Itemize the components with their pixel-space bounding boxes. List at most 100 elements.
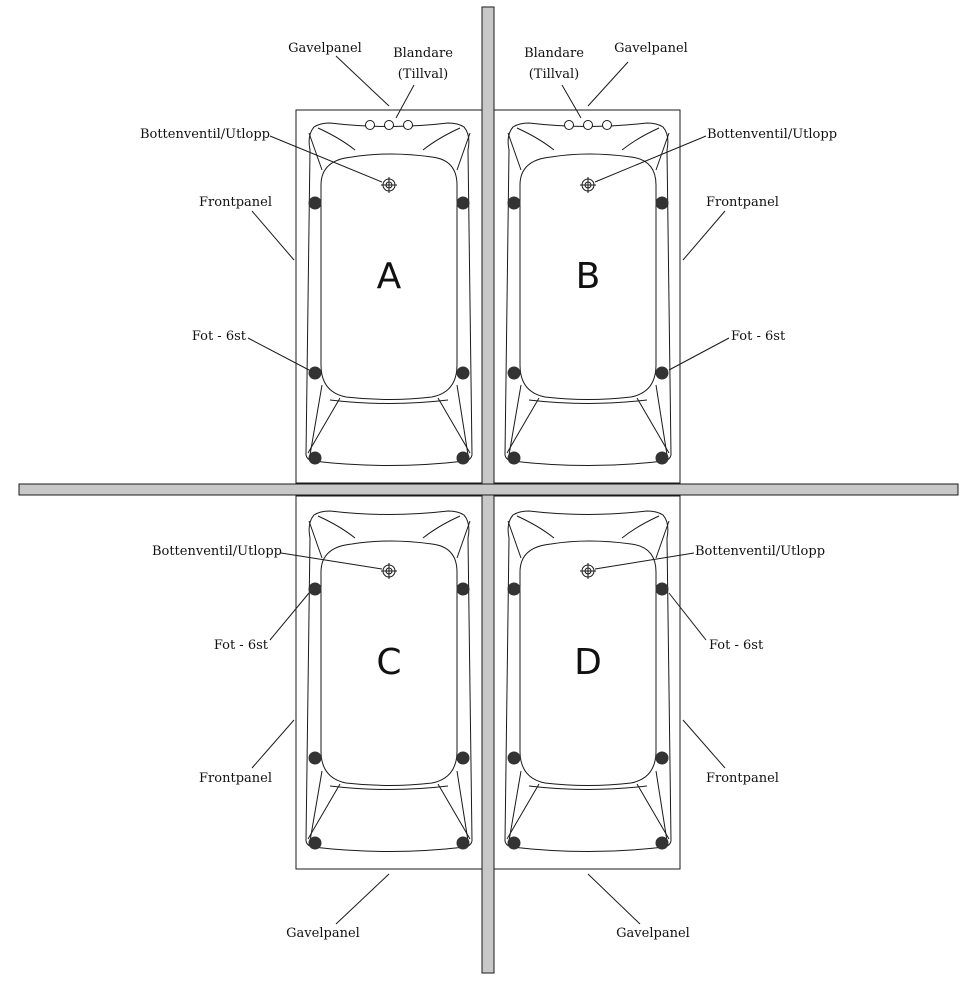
- tub-d: D Bottenventil/Utlopp Fot - 6st Frontpan…: [493, 495, 825, 941]
- tub-b-blandare-leader: [561, 84, 582, 119]
- tub-c-end-contour: [307, 783, 471, 840]
- tub-c-fot-label: Fot - 6st: [214, 638, 269, 653]
- tub-d-frame: [493, 495, 681, 870]
- tub-c-frontpanel-leader: [251, 719, 295, 769]
- tub-a-foot: [456, 196, 470, 210]
- tub-c-foot: [308, 582, 322, 596]
- tub-d-inner-rim: [507, 515, 670, 842]
- tub-b-letter: B: [576, 256, 601, 297]
- tub-d-fot-label: Fot - 6st: [709, 638, 764, 653]
- tub-a-foot: [308, 366, 322, 380]
- tub-d-gavelpanel-label: Gavelpanel: [616, 926, 690, 941]
- tub-b-tap-hole-1: [564, 120, 574, 130]
- tub-b-foot: [507, 196, 521, 210]
- tub-a-foot: [308, 451, 322, 465]
- tub-a-frontpanel-leader: [251, 210, 295, 261]
- tub-a-gavelpanel-leader: [335, 55, 390, 107]
- tub-a-gavelpanel-label: Gavelpanel: [288, 41, 362, 56]
- tub-b-tap-hole-3: [602, 120, 612, 130]
- tub-b-gavelpanel-leader: [587, 61, 629, 107]
- tub-c-foot: [456, 836, 470, 850]
- tub-a-fot-leader: [247, 337, 310, 371]
- tub-c-bottenventil-leader: [280, 552, 383, 570]
- tub-c-letter: C: [376, 642, 401, 683]
- tub-c-gavelpanel-leader: [335, 873, 390, 925]
- tub-c-foot: [456, 751, 470, 765]
- tub-c-inner-rim: [308, 515, 471, 842]
- tub-a-foot: [456, 366, 470, 380]
- tub-c-frame: [295, 495, 483, 870]
- tub-b-blandare-label: Blandare: [524, 46, 584, 61]
- tub-c-fot-leader: [269, 592, 310, 641]
- tub-d-bottenventil-label: Bottenventil/Utlopp: [695, 544, 825, 559]
- tub-a-inner-rim: [308, 127, 471, 456]
- tub-a-tap-hole-3: [403, 120, 413, 130]
- tub-b-foot: [655, 196, 669, 210]
- tub-a-basin: [320, 153, 458, 400]
- tub-d-foot: [507, 582, 521, 596]
- tub-a-frontpanel-label: Frontpanel: [199, 195, 272, 210]
- tub-b-foot: [655, 366, 669, 380]
- tub-d-foot: [507, 751, 521, 765]
- tub-b-inner-rim: [507, 127, 670, 456]
- tub-b-tap-hole-2: [583, 120, 593, 130]
- tub-b-fot-label: Fot - 6st: [731, 329, 786, 344]
- tub-a: A Gavelpanel Blandare (Tillval) Bottenve…: [140, 41, 483, 484]
- tub-b-basin: [519, 153, 657, 400]
- tub-c-rim: [305, 510, 473, 852]
- tub-b-frontpanel-label: Frontpanel: [706, 195, 779, 210]
- tub-d-foot: [655, 836, 669, 850]
- tub-b-tillval-label: (Tillval): [529, 67, 580, 82]
- tub-b-foot: [507, 451, 521, 465]
- tub-c-foot: [456, 582, 470, 596]
- tub-b-gavelpanel-label: Gavelpanel: [614, 41, 688, 56]
- tub-d-rim: [504, 510, 672, 852]
- tub-b-bottenventil-label: Bottenventil/Utlopp: [707, 127, 837, 142]
- tub-b-fot-leader: [668, 337, 730, 371]
- tub-b-bottenventil-leader: [594, 135, 707, 183]
- tub-c-basin: [320, 540, 458, 786]
- tub-d-frontpanel-label: Frontpanel: [706, 771, 779, 786]
- tub-a-frame: [295, 109, 483, 484]
- tub-c-foot: [308, 751, 322, 765]
- tub-a-foot: [308, 196, 322, 210]
- tub-d-letter: D: [574, 642, 602, 683]
- tub-a-tillval-label: (Tillval): [398, 67, 449, 82]
- tub-a-drain-icon: [381, 177, 397, 193]
- tub-a-blandare-label: Blandare: [393, 46, 453, 61]
- tub-b-drain-icon: [580, 177, 596, 193]
- tub-c-bottenventil-label: Bottenventil/Utlopp: [152, 544, 282, 559]
- tub-b-foot: [655, 451, 669, 465]
- tub-c-gavelpanel-label: Gavelpanel: [286, 926, 360, 941]
- tub-d-foot: [655, 582, 669, 596]
- tub-c-drain-icon: [381, 563, 397, 579]
- tub-d-bottenventil-leader: [594, 552, 695, 570]
- tub-c-foot: [308, 836, 322, 850]
- tub-a-foot: [456, 451, 470, 465]
- tub-b-frontpanel-leader: [682, 210, 726, 261]
- tub-b: B Gavelpanel Blandare (Tillval) Bottenve…: [493, 41, 837, 484]
- tub-d-foot: [655, 751, 669, 765]
- tub-d-end-contour: [506, 783, 670, 840]
- tub-a-tap-hole-1: [365, 120, 375, 130]
- tub-b-foot: [507, 366, 521, 380]
- tub-d-basin: [519, 540, 657, 786]
- wall-crossing: [482, 484, 494, 495]
- tub-a-fot-label: Fot - 6st: [192, 329, 247, 344]
- tub-a-bottenventil-leader: [269, 135, 383, 183]
- tub-d-gavelpanel-leader: [587, 873, 641, 925]
- tub-a-blandare-leader: [395, 84, 415, 119]
- tub-a-end-contour: [307, 397, 471, 454]
- tub-b-frame: [493, 109, 681, 484]
- tub-c-frontpanel-label: Frontpanel: [199, 771, 272, 786]
- tub-a-letter: A: [377, 256, 402, 297]
- tub-d-fot-leader: [668, 592, 707, 641]
- tub-c: C Bottenventil/Utlopp Fot - 6st Frontpan…: [152, 495, 483, 941]
- tub-a-tap-hole-2: [384, 120, 394, 130]
- tub-d-frontpanel-leader: [682, 719, 726, 769]
- tub-a-bottenventil-label: Bottenventil/Utlopp: [140, 127, 270, 142]
- tub-d-foot: [507, 836, 521, 850]
- tub-d-drain-icon: [580, 563, 596, 579]
